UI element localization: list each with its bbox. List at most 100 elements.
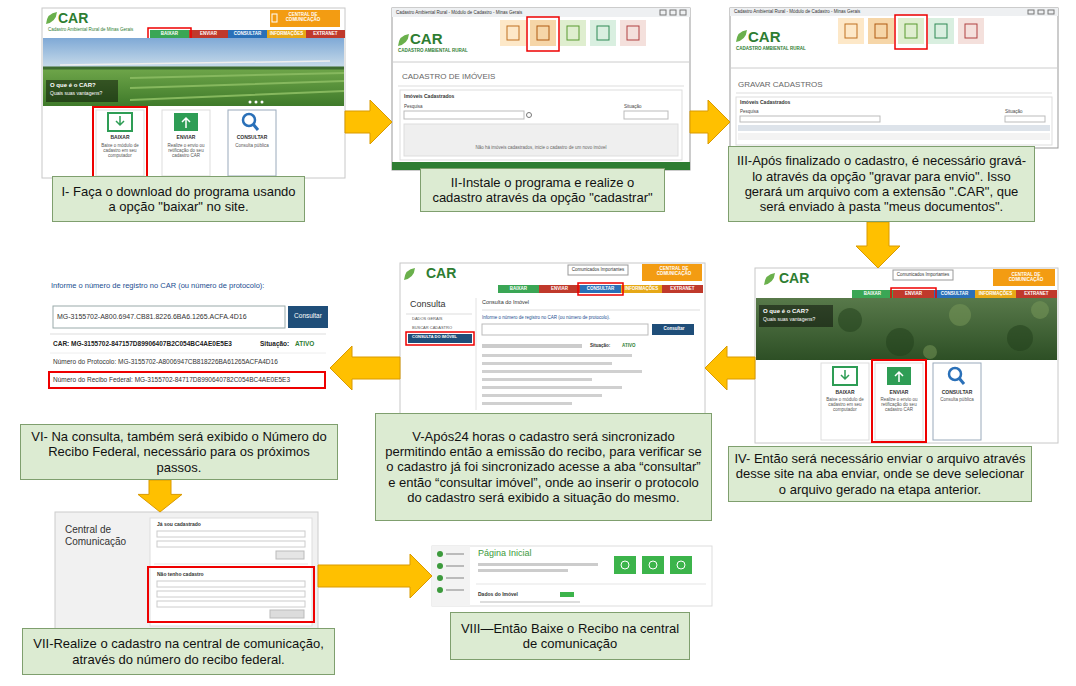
screen-text: Imóveis Cadastrados (404, 94, 504, 100)
menu-line (446, 553, 464, 555)
menu-tile (590, 20, 616, 46)
screen-text: Pesquisa (740, 109, 790, 114)
nav-tab (975, 290, 1016, 298)
text-line (482, 344, 582, 348)
crop-rows (130, 73, 344, 100)
screen-text: Realize o envio ou retificação do seu ca… (164, 143, 208, 159)
nav-tab (306, 30, 345, 38)
input-field (157, 581, 305, 587)
screen-text: CADASTRO AMBIENTAL RURAL (736, 46, 826, 51)
nav-tab (539, 285, 580, 293)
divider (392, 62, 690, 63)
screen-text: Número do Protocolo: MG-3155702-A8006947… (53, 358, 325, 365)
logo-leaf (764, 273, 775, 285)
button-icon (272, 14, 277, 22)
menu-tile (560, 20, 586, 46)
flow-arrow (856, 222, 900, 268)
nav-tab (662, 285, 703, 293)
highlight-box (49, 372, 325, 388)
screen-text: Situação: (590, 343, 622, 348)
step-caption: IV- Então será necessário enviar o arqui… (728, 446, 1032, 502)
menu-tile (620, 20, 646, 46)
orange-button (270, 10, 340, 27)
carousel-dot (255, 101, 258, 104)
search-button (652, 324, 694, 335)
screen-text: Consultar (288, 312, 328, 319)
text-line (482, 402, 572, 405)
divider (736, 93, 1052, 94)
search-field (740, 116, 880, 122)
form-button (276, 551, 304, 559)
text-line (478, 569, 568, 572)
screen-text: Número do Recibo Federal: MG-3155702-847… (53, 376, 325, 383)
photo-sky (43, 38, 344, 68)
download-icon (833, 367, 857, 385)
screenshot-panel: Informe o número de registro no CAR (ou … (45, 276, 330, 406)
search-handle (959, 378, 964, 384)
screen-frame (755, 268, 1058, 443)
screen-text: EXTRANET (306, 31, 345, 36)
tile-icon (649, 561, 657, 569)
screen-text: CONSULTAR (580, 286, 621, 291)
tree-canopy (886, 328, 914, 356)
site-screenshot (400, 263, 705, 415)
menu-icon (437, 563, 443, 569)
site-screenshot (42, 8, 345, 179)
tile-icon (935, 24, 947, 38)
screen-text: CONSULTAR (933, 390, 981, 396)
nav-tab (893, 290, 934, 298)
divider (50, 353, 326, 354)
search-icon (527, 113, 532, 118)
window-button (1048, 10, 1054, 14)
nav-tab (580, 285, 621, 293)
menu-item-active (408, 334, 472, 343)
screen-text: Cadastro Ambiental Rural de Minas Gerais (48, 27, 148, 32)
tile-icon (627, 26, 639, 40)
screen-text: CONSULTAR (228, 31, 267, 36)
upload-arrow (895, 372, 903, 382)
select-field (1005, 116, 1045, 122)
caption-text: I- Faça o download do programa usando a … (58, 184, 299, 215)
tree-canopy (838, 308, 862, 332)
sidebar-divider (476, 298, 477, 410)
menu-tile (500, 20, 526, 46)
panel (400, 90, 682, 160)
screen-text: Comunicados Importantes (570, 267, 626, 272)
empty-list (404, 124, 678, 156)
nav-tab (1016, 290, 1057, 298)
menu-tile (530, 20, 556, 46)
text-line (482, 386, 622, 389)
status-pill (560, 592, 574, 597)
window-button (680, 10, 686, 15)
menu-icon (437, 587, 443, 593)
screen-text: Realize o envio ou retificação do seu ca… (877, 397, 921, 413)
download-arrow (841, 370, 849, 379)
screen-text: Cadastro Ambiental Rural - Módulo de Cad… (396, 10, 616, 15)
step-caption: VI- Na consulta, também será exibido o N… (20, 424, 338, 480)
screen-text: Consulta do Imóvel (482, 299, 632, 305)
screen-text: Dados do Imóvel (478, 592, 578, 598)
menu-icon (437, 551, 443, 557)
sidebar (432, 546, 470, 606)
menu-tile (928, 18, 954, 44)
screen-text: BAIXAR (821, 390, 869, 396)
screen-text: MG-3155702-A800.6947.CB81.8226.6BA6.1265… (57, 313, 277, 321)
logo-leaf (398, 34, 409, 46)
step-caption: VII-Realize o cadastro na central de com… (22, 628, 335, 675)
screen-text: BAIXAR (96, 135, 144, 141)
title-bar (392, 8, 690, 17)
screenshot-panel: Página InicialDados do Imóvel (432, 546, 712, 606)
text-line (480, 601, 580, 603)
nav-tab (150, 30, 189, 38)
text-line (482, 394, 602, 397)
title-bar (730, 8, 1058, 16)
flow-arrow (705, 346, 755, 390)
screen-text: O que é o CAR? (50, 82, 122, 89)
screen-text: ENVIAR (162, 135, 210, 141)
screen-text: BAIXAR (150, 31, 189, 36)
window-button (1038, 10, 1044, 14)
screen-text: INFORMAÇÕES (267, 31, 306, 36)
screen-text: CAR (58, 10, 98, 26)
carousel-dot (261, 101, 264, 104)
caption-text: V-Após24 horas o cadastro será sincroniz… (381, 429, 706, 506)
